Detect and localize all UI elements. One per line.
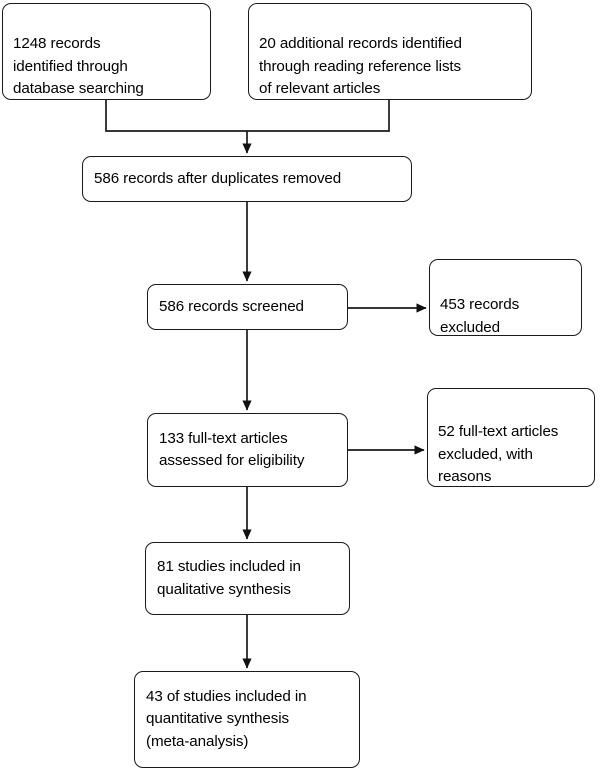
node-records-screened: 586 records screened: [147, 284, 348, 330]
node-fulltext-assessed: 133 full-text articles assessed for elig…: [147, 413, 348, 487]
node-identification-database: 1248 records identified through database…: [2, 3, 211, 100]
node-duplicates-removed-label: 586 records after duplicates removed: [94, 169, 342, 187]
node-records-screened-label: 586 records screened: [159, 297, 304, 315]
node-fulltext-assessed-label: 133 full-text articles assessed for elig…: [159, 429, 305, 469]
node-identification-database-label: 1248 records identified through database…: [13, 35, 144, 98]
node-records-excluded-label: 453 records excluded: [440, 296, 520, 336]
node-records-excluded: 453 records excluded: [429, 259, 582, 336]
node-qualitative-synthesis-label: 81 studies included in qualitative synth…: [157, 558, 301, 598]
node-fulltext-excluded: 52 full-text articles excluded, with rea…: [427, 388, 595, 487]
node-duplicates-removed: 586 records after duplicates removed: [82, 156, 412, 202]
connector-other-to-merge: [247, 100, 390, 132]
connector-database-to-merge: [105, 100, 247, 132]
node-fulltext-excluded-label: 52 full-text articles excluded, with rea…: [438, 423, 559, 486]
node-quantitative-synthesis-label: 43 of studies included in quantitative s…: [146, 687, 307, 750]
node-qualitative-synthesis: 81 studies included in qualitative synth…: [145, 542, 350, 615]
node-quantitative-synthesis: 43 of studies included in quantitative s…: [134, 671, 360, 768]
node-identification-other: 20 additional records identified through…: [248, 3, 532, 100]
node-identification-other-label: 20 additional records identified through…: [259, 35, 462, 98]
